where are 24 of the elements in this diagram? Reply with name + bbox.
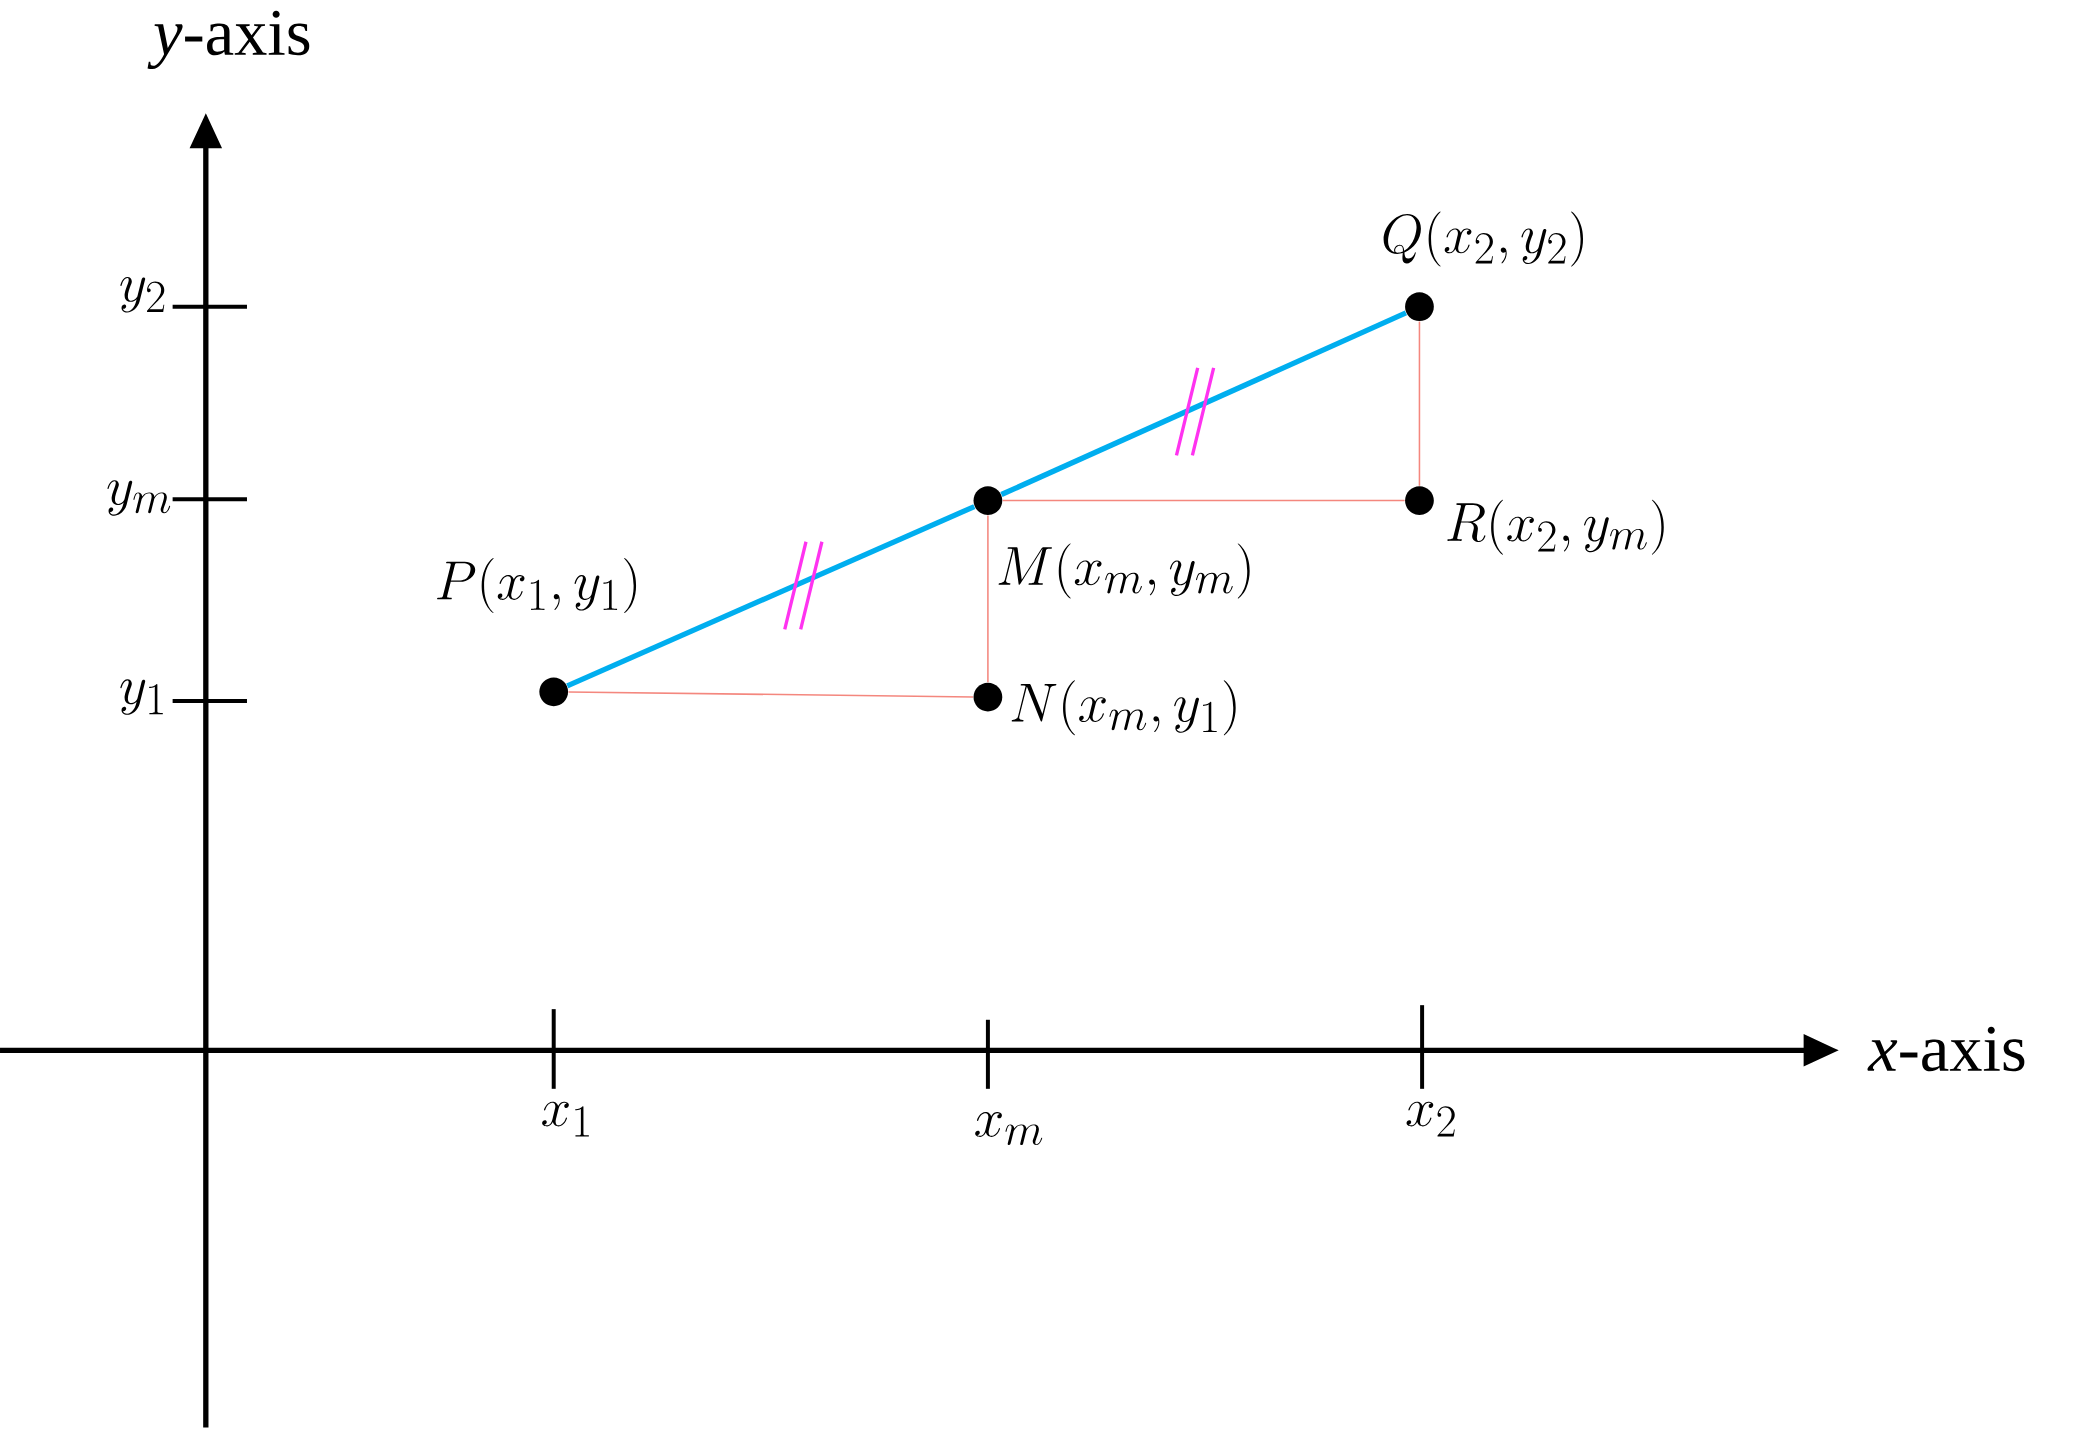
axis-label: y-axis: [147, 10, 310, 69]
tick-label: $y_1$: [120, 679, 163, 715]
line-segment: [567, 691, 974, 698]
point-label: $Q(x_2, y_2)$: [1383, 211, 1583, 267]
point-dot: [973, 682, 1003, 712]
point-dot: [1405, 292, 1434, 321]
tick-label: $y_2$: [120, 276, 165, 313]
line-segment: [1000, 310, 1407, 497]
point-dot: [1405, 486, 1434, 515]
point-label: $N(x_m, y_1)$: [1011, 680, 1236, 736]
point-label: $R(x_2, y_m)$: [1447, 499, 1664, 555]
axis-label: x-axis: [1867, 1026, 2025, 1072]
point-dot: [973, 486, 1003, 515]
line-segment: [987, 514, 989, 683]
line-segment: [566, 503, 976, 689]
line-segment: [1001, 499, 1406, 502]
tick-label: $y_m$: [107, 480, 171, 516]
line-segment: [1418, 320, 1421, 487]
point-label: $M(x_m, y_m)$: [998, 543, 1250, 599]
point-dot: [539, 677, 569, 706]
tick-label: $x_m$: [975, 1111, 1043, 1145]
point-label: $P(x_1, y_1)$: [437, 557, 637, 613]
tick-label: $x_2$: [1406, 1101, 1455, 1137]
tick-label: $x_1$: [542, 1101, 589, 1137]
